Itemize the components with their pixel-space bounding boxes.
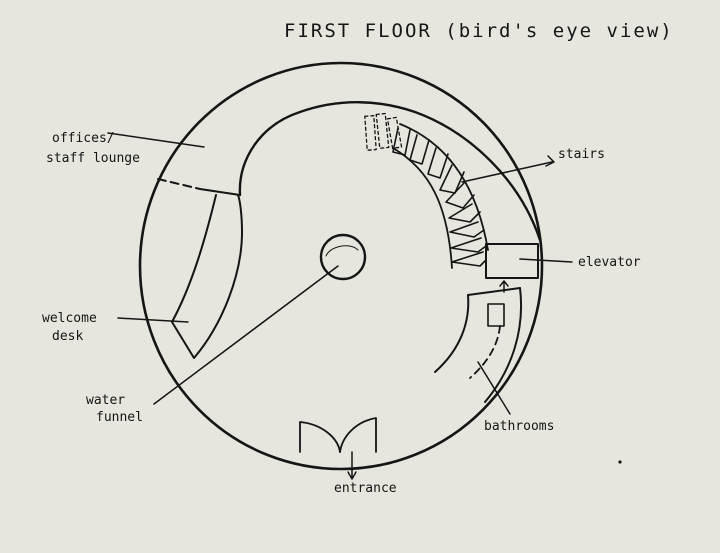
water-funnel-leader — [153, 265, 339, 405]
elevator-shaft — [485, 243, 539, 279]
bathrooms-wall-outer — [484, 287, 523, 403]
entrance-door-left — [299, 421, 341, 453]
label-bathrooms: bathrooms — [484, 419, 554, 434]
entrance-door-right — [339, 417, 377, 453]
bathrooms-leader — [477, 361, 511, 415]
label-entrance: entrance — [334, 481, 397, 496]
stairs-inner-rail — [392, 147, 453, 269]
bathrooms-top — [467, 287, 521, 296]
ink-dot — [618, 460, 622, 464]
label-elevator: elevator — [578, 255, 641, 270]
stair-steps — [392, 127, 487, 267]
label-offices: offices/ — [52, 131, 115, 146]
bathrooms-wall-inner — [434, 294, 470, 373]
label-desk: desk — [52, 329, 83, 344]
stairs-outer-rail — [399, 123, 489, 251]
offices-divider-solid — [199, 188, 241, 196]
diagram-title: FIRST FLOOR (bird's eye view) — [284, 20, 674, 42]
offices-divider-dashed — [157, 178, 201, 190]
label-funnel: funnel — [96, 410, 143, 425]
elevator-leader — [519, 258, 573, 263]
label-staff-lounge: staff lounge — [46, 151, 140, 166]
entrance-leader — [347, 451, 357, 480]
stair-dashed-outline — [364, 112, 403, 151]
stairs-leader — [461, 161, 553, 183]
welcome-desk-leader — [117, 317, 189, 323]
offices-inner-wall — [238, 101, 542, 242]
label-water: water — [86, 393, 125, 408]
stairs-arrow-head — [545, 155, 555, 167]
label-stairs: stairs — [558, 147, 605, 162]
bathrooms-divider — [469, 325, 501, 379]
leader-lines — [107, 132, 573, 480]
offices-leader — [107, 132, 205, 148]
outer-wall — [138, 61, 544, 471]
water-funnel-inner — [325, 245, 359, 257]
welcome-desk — [171, 194, 243, 359]
water-funnel — [319, 233, 367, 281]
label-welcome: welcome — [42, 311, 97, 326]
bathroom-door — [487, 303, 505, 327]
